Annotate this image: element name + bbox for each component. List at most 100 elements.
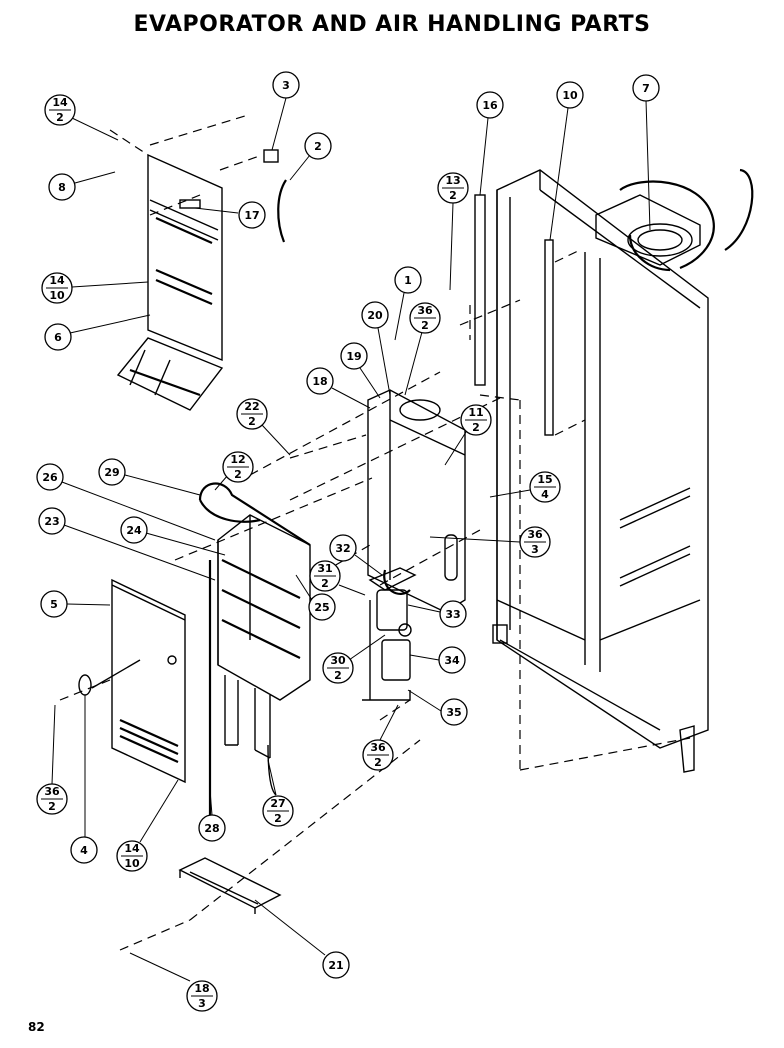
callout-5: 5 bbox=[40, 590, 111, 618]
callout-12-2-bottom: 2 bbox=[234, 468, 242, 481]
callout-2: 2 bbox=[289, 132, 332, 181]
callout-1: 1 bbox=[394, 266, 422, 341]
callout-36-2b: 36 2 bbox=[362, 704, 399, 771]
callout-18: 18 bbox=[306, 367, 371, 409]
callout-1-label: 1 bbox=[404, 274, 412, 287]
callout-12-2: 12 2 bbox=[214, 451, 254, 491]
callout-14-10b-top: 14 bbox=[124, 842, 140, 855]
assembly-dashed-lines bbox=[59, 114, 691, 951]
callout-35: 35 bbox=[407, 689, 468, 726]
callout-8: 8 bbox=[48, 171, 116, 201]
callout-11-2-bottom: 2 bbox=[472, 421, 480, 434]
callout-26-label: 26 bbox=[42, 471, 58, 484]
callout-14-2: 14 2 bbox=[44, 94, 119, 141]
callout-10: 10 bbox=[549, 81, 584, 241]
callout-31-2-bottom: 2 bbox=[321, 577, 329, 590]
callout-17-label: 17 bbox=[244, 209, 259, 222]
callout-32: 32 bbox=[329, 534, 383, 576]
callout-21: 21 bbox=[254, 899, 350, 979]
callout-15-4: 15 4 bbox=[489, 471, 561, 503]
page-number: 82 bbox=[28, 1020, 45, 1034]
callout-20-label: 20 bbox=[367, 309, 383, 322]
callout-15-4-bottom: 4 bbox=[541, 488, 549, 501]
fan-motor-assembly bbox=[362, 567, 417, 701]
callout-18-3-bottom: 3 bbox=[198, 997, 206, 1010]
air-duct-assembly bbox=[595, 168, 754, 272]
callout-36-2b-top: 36 bbox=[370, 741, 386, 754]
air-control-panel bbox=[116, 149, 287, 411]
evaporator-coil bbox=[198, 482, 311, 830]
callout-26: 26 bbox=[36, 463, 216, 541]
callout-8-label: 8 bbox=[58, 181, 66, 194]
callout-5-label: 5 bbox=[50, 598, 58, 611]
callout-31-2-top: 31 bbox=[317, 562, 332, 575]
callout-14-10a-bottom: 10 bbox=[49, 289, 65, 302]
callout-21-label: 21 bbox=[328, 959, 343, 972]
callout-36-3-top: 36 bbox=[527, 528, 543, 541]
callout-27-2-bottom: 2 bbox=[274, 812, 282, 825]
drain-trough bbox=[178, 857, 282, 914]
callout-27-2-top: 27 bbox=[270, 797, 285, 810]
callout-13-2: 13 2 bbox=[437, 172, 469, 291]
callout-36-2c: 36 2 bbox=[36, 704, 68, 815]
callout-36-2a: 36 2 bbox=[404, 302, 441, 396]
callout-23: 23 bbox=[38, 507, 216, 581]
callout-34: 34 bbox=[409, 646, 466, 674]
callout-29: 29 bbox=[98, 458, 201, 496]
callout-14-2-top: 14 bbox=[52, 96, 68, 109]
callout-2-label: 2 bbox=[314, 140, 322, 153]
callout-36-2b-bottom: 2 bbox=[374, 756, 382, 769]
callout-12-2-top: 12 bbox=[230, 453, 245, 466]
callout-36-2a-top: 36 bbox=[417, 304, 433, 317]
page-title: EVAPORATOR AND AIR HANDLING PARTS bbox=[133, 12, 651, 37]
callout-27-2: 27 2 bbox=[262, 759, 294, 827]
callout-6-label: 6 bbox=[54, 331, 62, 344]
callout-24-label: 24 bbox=[126, 524, 142, 537]
callout-18-3-top: 18 bbox=[194, 982, 209, 995]
callout-4: 4 bbox=[70, 695, 98, 864]
callout-7: 7 bbox=[632, 74, 660, 231]
evaporator-cover bbox=[78, 578, 186, 784]
callout-22-2: 22 2 bbox=[236, 398, 291, 456]
callout-30-2-top: 30 bbox=[330, 654, 346, 667]
fan-shroud-housing bbox=[367, 389, 466, 613]
callout-34-label: 34 bbox=[444, 654, 460, 667]
callout-25-label: 25 bbox=[314, 601, 329, 614]
callout-16: 16 bbox=[476, 91, 504, 196]
callout-36-2c-top: 36 bbox=[44, 785, 60, 798]
callout-14-10b-bottom: 10 bbox=[124, 857, 140, 870]
callout-29-label: 29 bbox=[104, 466, 119, 479]
callout-14-10b: 14 10 bbox=[116, 779, 179, 872]
callout-22-2-bottom: 2 bbox=[248, 415, 256, 428]
callout-36-3-bottom: 3 bbox=[531, 543, 539, 556]
callout-36-2c-bottom: 2 bbox=[48, 800, 56, 813]
callout-13-2-top: 13 bbox=[445, 174, 460, 187]
callout-4-label: 4 bbox=[80, 844, 88, 857]
callout-23-label: 23 bbox=[44, 515, 59, 528]
callout-14-10a: 14 10 bbox=[41, 272, 149, 304]
cabinet-liner bbox=[492, 169, 709, 773]
callout-6: 6 bbox=[44, 314, 151, 351]
callout-10-label: 10 bbox=[562, 89, 578, 102]
callout-14-10a-top: 14 bbox=[49, 274, 65, 287]
callout-36-3: 36 3 bbox=[429, 526, 551, 558]
callout-15-4-top: 15 bbox=[537, 473, 552, 486]
callout-33-label: 33 bbox=[445, 608, 460, 621]
callout-3: 3 bbox=[271, 71, 300, 151]
callout-11-2-top: 11 bbox=[468, 406, 483, 419]
callout-19-label: 19 bbox=[346, 350, 361, 363]
callout-18-label: 18 bbox=[312, 375, 327, 388]
callout-36-2a-bottom: 2 bbox=[421, 319, 429, 332]
callout-14-2-bottom: 2 bbox=[56, 111, 64, 124]
callout-17: 17 bbox=[194, 201, 266, 229]
callout-28: 28 bbox=[198, 789, 226, 842]
callout-20: 20 bbox=[361, 301, 391, 396]
callout-32-label: 32 bbox=[335, 542, 350, 555]
callout-30-2: 30 2 bbox=[322, 634, 386, 684]
callout-33: 33 bbox=[407, 600, 467, 628]
callout-24: 24 bbox=[120, 516, 226, 556]
callout-3-label: 3 bbox=[282, 79, 290, 92]
callout-7-label: 7 bbox=[642, 82, 650, 95]
